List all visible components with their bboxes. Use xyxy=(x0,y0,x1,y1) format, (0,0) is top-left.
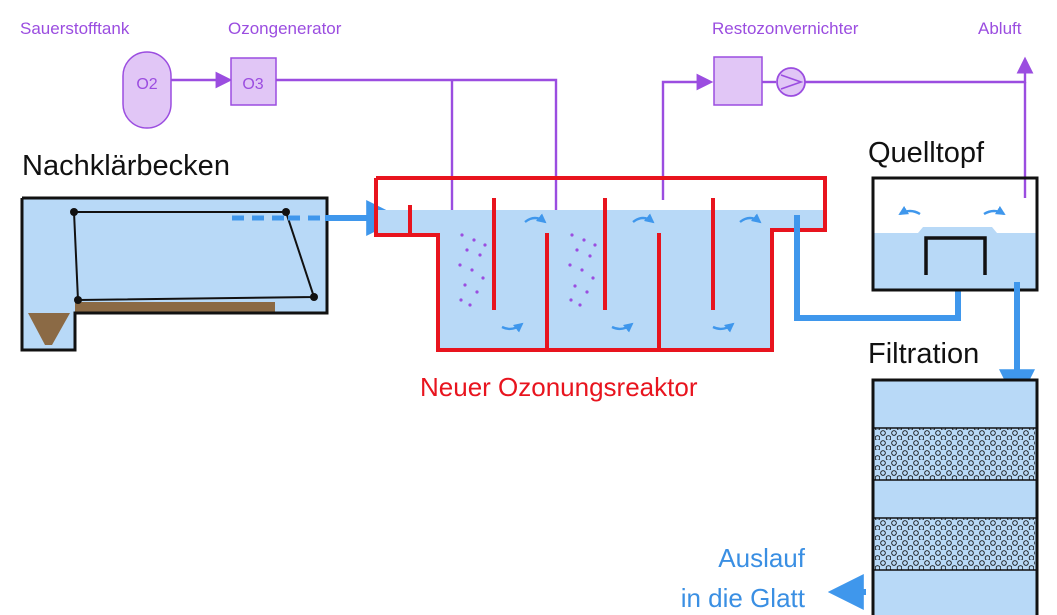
reactor-label: Neuer Ozonungsreaktor xyxy=(420,372,698,402)
ozone-generator-label: Ozongenerator xyxy=(228,19,342,38)
oxygen-tank-icon: O2 xyxy=(122,51,172,129)
outlet-label-line2: in die Glatt xyxy=(681,583,806,613)
o2-unit-label: O2 xyxy=(136,76,157,93)
source-pot-label: Quelltopf xyxy=(868,137,985,169)
oxygen-tank-label: Sauerstofftank xyxy=(20,19,130,38)
filtration-unit xyxy=(871,378,1039,615)
ozonation-reactor xyxy=(374,176,827,352)
residual-ozone-destroyer-label: Restozonvernichter xyxy=(712,19,859,38)
outlet-label-line1: Auslauf xyxy=(718,543,805,573)
pump-icon xyxy=(776,67,806,97)
filtration-label: Filtration xyxy=(868,338,979,370)
residual-ozone-destroyer-icon xyxy=(713,56,763,106)
source-pot xyxy=(871,176,1039,292)
ozone-generator-icon: O3 xyxy=(230,57,277,106)
secondary-clarifier-label: Nachklärbecken xyxy=(22,150,230,182)
secondary-clarifier xyxy=(20,196,329,352)
off-gas-pipe xyxy=(661,73,714,200)
exhaust-arrow-icon xyxy=(805,56,1034,84)
o3-unit-label: O3 xyxy=(242,76,263,93)
exhaust-label: Abluft xyxy=(978,19,1022,38)
